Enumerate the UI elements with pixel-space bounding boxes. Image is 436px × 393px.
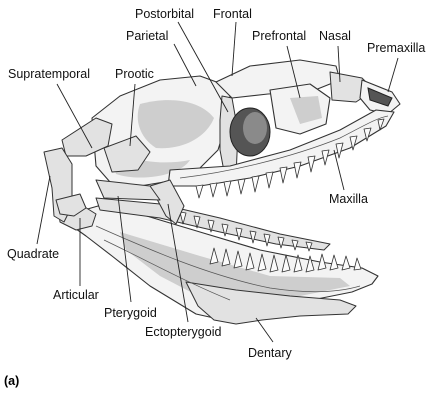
leader-dentary (256, 318, 273, 342)
label-pterygoid: Pterygoid (104, 306, 157, 320)
label-nasal: Nasal (319, 29, 351, 43)
label-prootic: Prootic (115, 67, 154, 81)
leader-premaxilla (388, 58, 398, 92)
label-dentary: Dentary (248, 346, 293, 360)
label-supratemporal: Supratemporal (8, 67, 90, 81)
panel-label: (a) (4, 374, 19, 388)
label-frontal: Frontal (213, 7, 252, 21)
label-articular: Articular (53, 288, 99, 302)
leader-quadrate (37, 176, 50, 244)
label-prefrontal: Prefrontal (252, 29, 306, 43)
leader-frontal (232, 22, 236, 76)
label-parietal: Parietal (126, 29, 168, 43)
label-premaxilla: Premaxilla (367, 41, 425, 55)
label-postorbital: Postorbital (135, 7, 194, 21)
label-ectopterygoid: Ectopterygoid (145, 325, 221, 339)
label-maxilla: Maxilla (329, 192, 368, 206)
label-quadrate: Quadrate (7, 247, 59, 261)
